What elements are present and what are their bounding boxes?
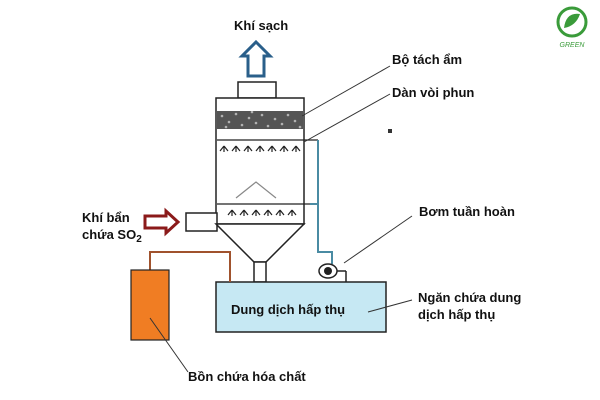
inlet-arrow bbox=[143, 207, 181, 237]
recirculation-pipe bbox=[317, 140, 333, 264]
label-dirty-gas-1: Khí bẩn bbox=[82, 210, 130, 225]
label-clean-gas: Khí sạch bbox=[234, 18, 288, 33]
logo-leaf-icon bbox=[556, 6, 588, 38]
label-marker bbox=[388, 129, 392, 133]
label-solution: Dung dịch hấp thụ bbox=[231, 302, 345, 317]
gas-inlet-pipe bbox=[185, 212, 218, 232]
green-logo: GREEN bbox=[556, 6, 588, 49]
label-dirty-gas-2: chứa SO2 bbox=[82, 227, 142, 245]
pump-icon bbox=[318, 263, 347, 282]
spray-header-upper bbox=[217, 139, 318, 152]
logo-text: GREEN bbox=[560, 42, 586, 49]
logo-leaf-shape bbox=[564, 13, 580, 28]
label-dirty-gas-subscript: 2 bbox=[136, 234, 142, 245]
outlet-neck bbox=[237, 81, 277, 99]
chemical-feed-pipe bbox=[149, 251, 231, 282]
demister-layer bbox=[217, 110, 303, 129]
absorbent-tank bbox=[215, 281, 387, 333]
label-pump: Bơm tuần hoàn bbox=[419, 204, 515, 219]
column-drain bbox=[253, 261, 267, 283]
label-tank-1: Ngăn chứa dung bbox=[418, 290, 521, 305]
chemical-tank bbox=[130, 269, 170, 341]
label-demister: Bộ tách ẩm bbox=[392, 52, 462, 67]
label-tank-2: dịch hấp thụ bbox=[418, 307, 495, 322]
label-dirty-gas-2-main: chứa SO bbox=[82, 227, 136, 242]
gas-flow-arrow bbox=[235, 181, 277, 199]
clean-gas-arrow bbox=[238, 39, 274, 78]
label-spray-nozzles: Dàn vòi phun bbox=[392, 85, 474, 100]
label-chemical-tank: Bồn chứa hóa chất bbox=[188, 369, 306, 384]
spray-header-lower bbox=[217, 203, 318, 216]
leader-lines bbox=[149, 65, 413, 373]
